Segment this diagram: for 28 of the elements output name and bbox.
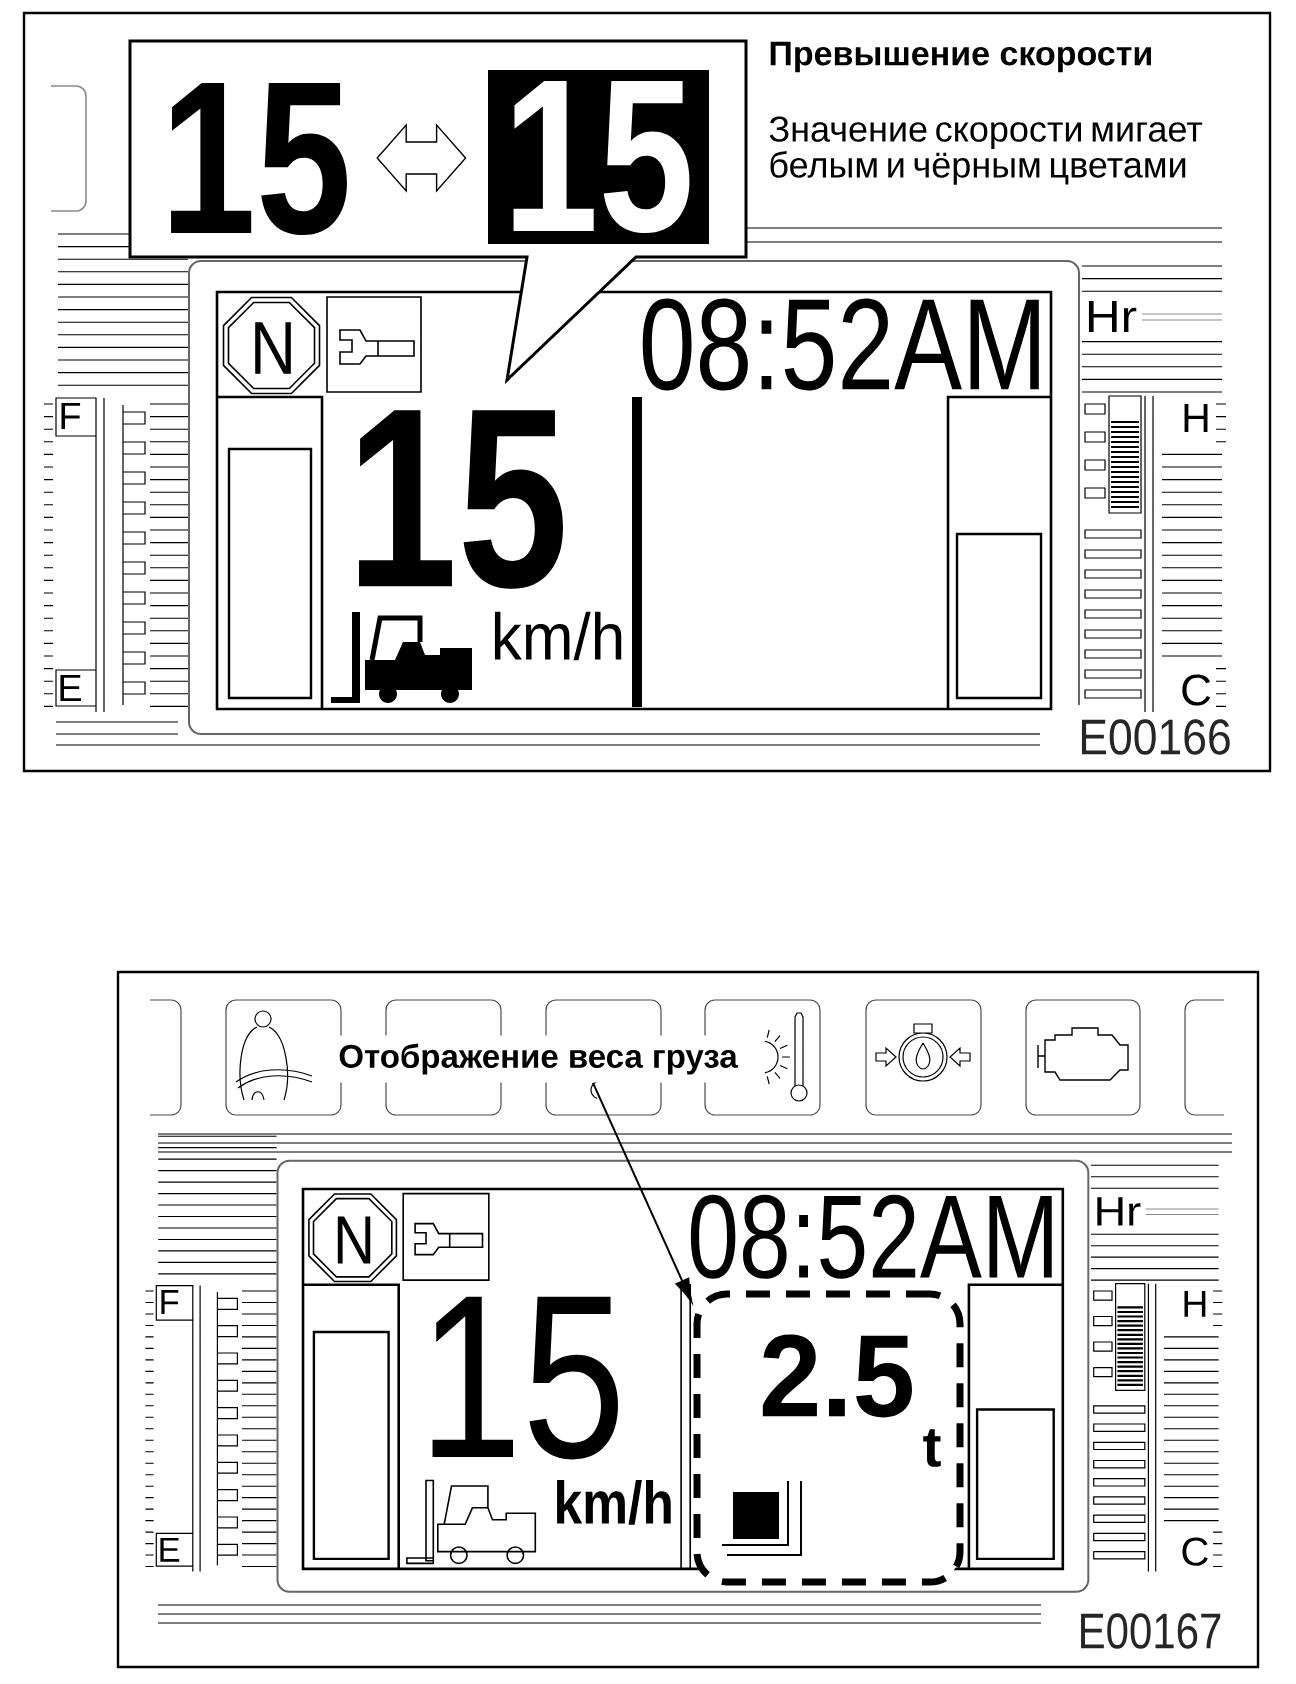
gauge-letter: H	[1184, 1290, 1206, 1317]
gauge-letter: F	[161, 1290, 179, 1314]
clock-readout: 08:52AM	[690, 1194, 1052, 1279]
callout-text: Отображение веса груза	[330, 1035, 746, 1083]
speed-readout: 15	[171, 82, 347, 236]
unit-label: km/h	[494, 611, 622, 661]
speed-readout: 15	[359, 410, 563, 589]
gauge-letter: H	[1184, 403, 1208, 433]
speed-readout: 15	[432, 1296, 618, 1460]
meter-label: Hr	[1088, 301, 1137, 332]
figure-code: E00166	[1081, 719, 1230, 755]
note-text: Значение скорости мигает белым и чёрным цветами	[769, 116, 1203, 185]
gear-letter: N	[255, 322, 291, 374]
weight-readout: 2.5	[762, 1334, 912, 1418]
inverted-speed-readout: 15	[488, 70, 709, 244]
gear-letter: N	[337, 1216, 371, 1264]
gauge-letter: C	[1182, 1537, 1208, 1566]
unit-label: t	[923, 1429, 941, 1467]
gauge-letter: E	[60, 674, 82, 702]
leader-arrow	[592, 1081, 693, 1303]
double-arrow	[376, 123, 467, 193]
heading: Превышение скорости	[770, 41, 1151, 73]
gauge-letter: C	[1182, 674, 1211, 706]
clock-readout: 08:52AM	[642, 298, 1039, 391]
gauge-letter: E	[160, 1537, 180, 1562]
meter-label: Hr	[1097, 1197, 1141, 1226]
figure-code: E00167	[1081, 1613, 1221, 1649]
gauge-letter: F	[61, 402, 81, 430]
